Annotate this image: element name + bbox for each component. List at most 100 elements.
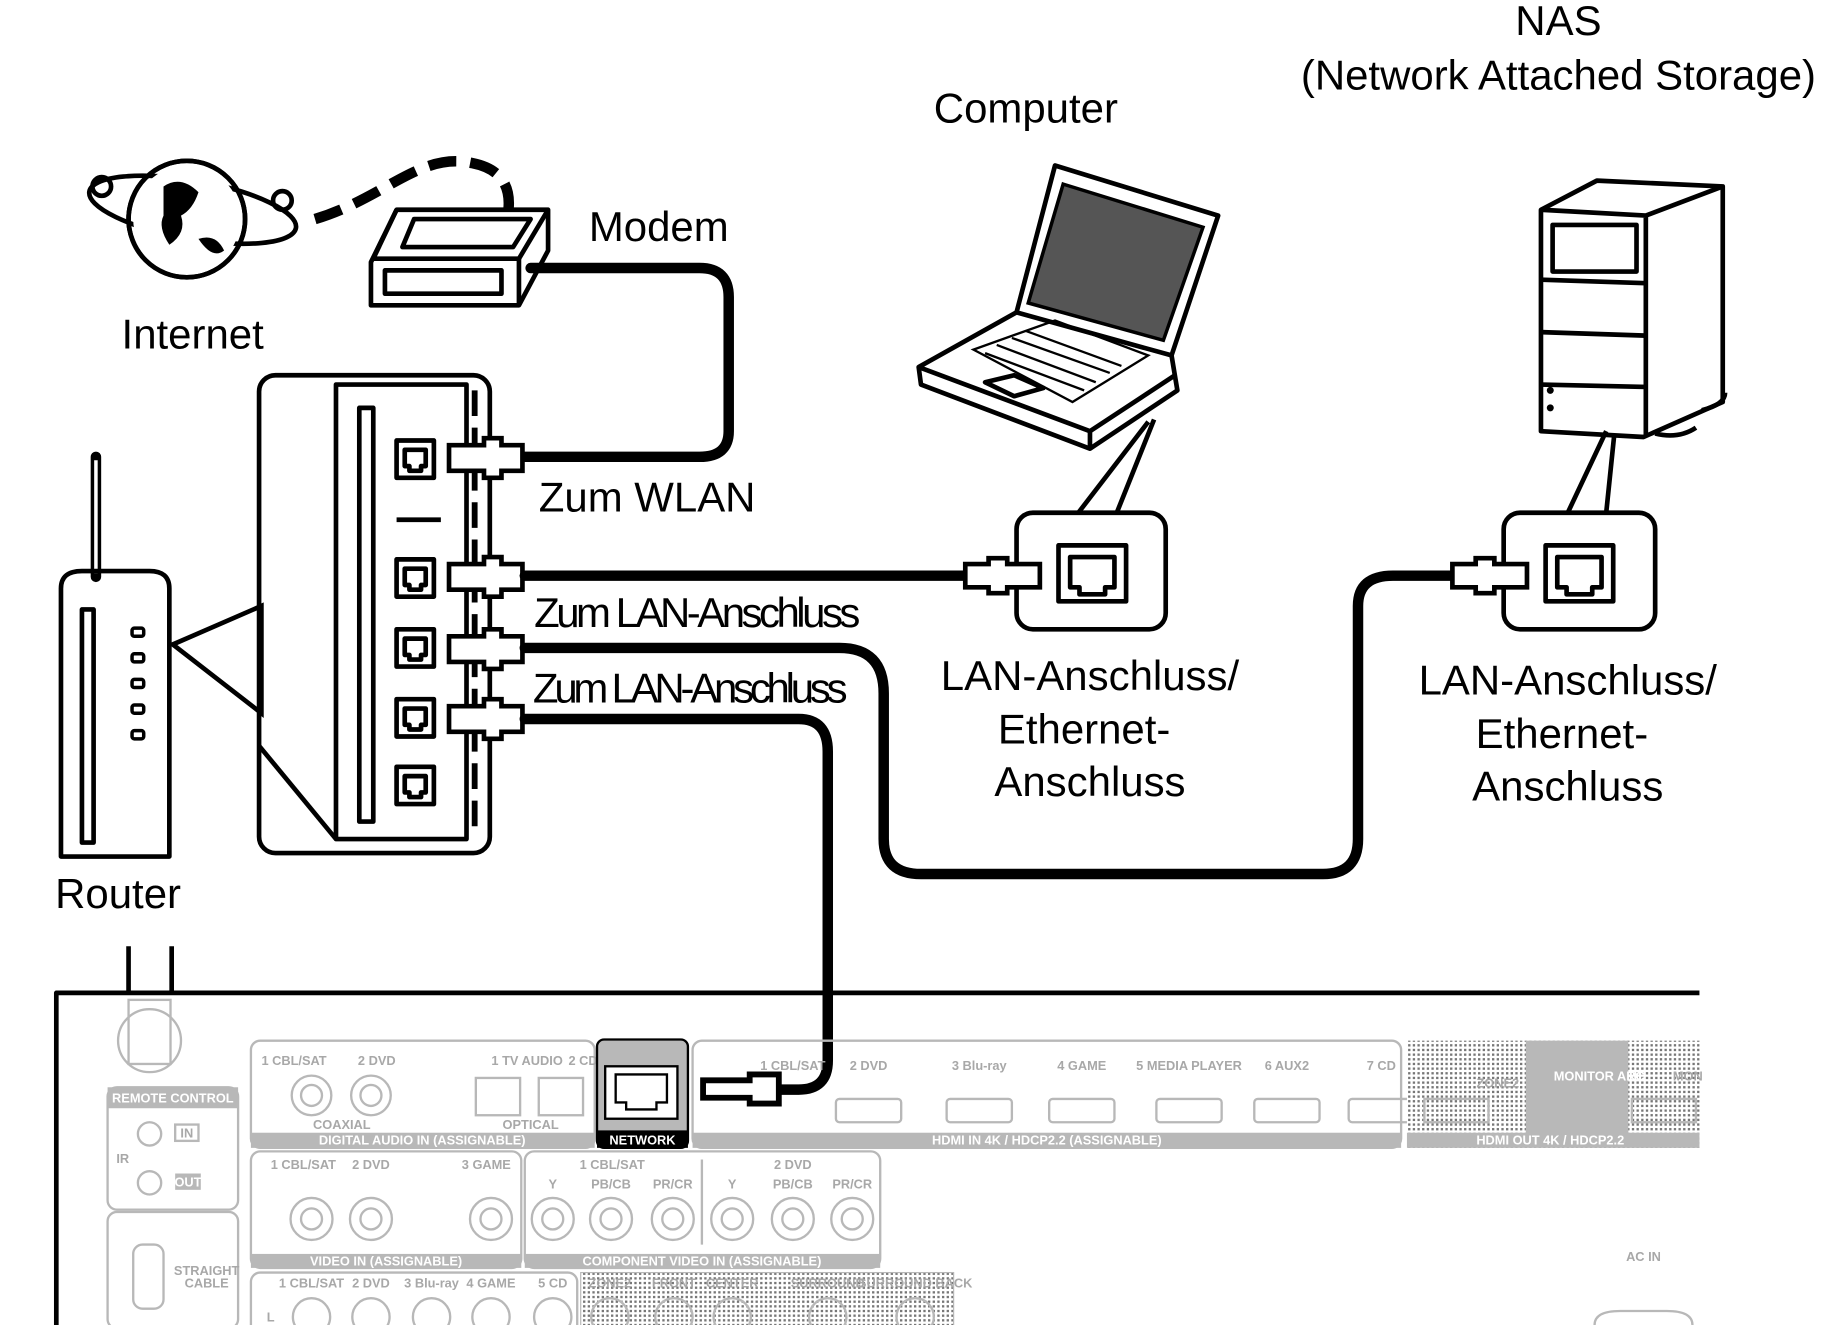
lan-cable-receiver [519, 713, 834, 1095]
rca-jack-icon [532, 1297, 573, 1325]
hdmi-in-port-icon [1048, 1097, 1116, 1124]
computer-label: Computer [934, 84, 1118, 131]
hdmi-in-port-icon [1253, 1097, 1321, 1124]
pre-out-label: CENTER [706, 1276, 759, 1291]
video-in-title: VIDEO IN (ASSIGNABLE) [310, 1254, 462, 1269]
zum-lan-label-2: Zum LAN-Anschluss [533, 665, 848, 712]
hdmi-in-port-icon [1347, 1097, 1416, 1124]
hdmi-in-title: HDMI IN 4K / HDCP2.2 (ASSIGNABLE) [932, 1132, 1162, 1147]
rca-jack-icon [712, 1297, 753, 1325]
receiver-network-port: NETWORK [595, 1038, 690, 1150]
nas-title: NAS [1515, 0, 1601, 44]
router-label: Router [55, 870, 181, 917]
nas-subtitle: (Network Attached Storage) [1301, 52, 1816, 99]
router-lan-port-4-icon [394, 764, 437, 807]
digital-audio-title: DIGITAL AUDIO IN (ASSIGNABLE) [319, 1132, 526, 1147]
rca-jack-icon [351, 1297, 391, 1325]
router-lan-port-3-icon [394, 696, 437, 739]
ir-label: IR [116, 1151, 129, 1166]
rca-jack-icon [590, 1297, 630, 1325]
ir-in-label: IN [180, 1125, 193, 1140]
nas-port-label: LAN-Anschluss/ Ethernet- Anschluss [1419, 657, 1718, 810]
audio-in-label: 5 CD [538, 1276, 567, 1291]
computer-port-line-1: LAN-Anschluss/ [941, 652, 1240, 699]
audio-left-label: L [267, 1310, 275, 1325]
component-channel-label: PB/CB [591, 1177, 631, 1192]
video-in-1: 1 CBL/SAT [271, 1157, 336, 1172]
receiver-plug [700, 1071, 782, 1107]
rca-jack-icon [710, 1196, 755, 1242]
component-channel-label: PR/CR [832, 1177, 872, 1192]
hdmi-out-zone2: ZONE2 [1477, 1075, 1520, 1090]
hdmi-in-label: 4 GAME [1057, 1058, 1107, 1073]
modem-label: Modem [589, 203, 729, 250]
router-wan-port-icon [394, 438, 437, 481]
router-callout [168, 602, 264, 718]
rca-jack-icon [895, 1297, 935, 1325]
rca-jack-icon [471, 1297, 511, 1325]
coaxial-label: COAXIAL [313, 1117, 371, 1132]
hdmi-in-label: 3 Blu-ray [952, 1058, 1008, 1073]
computer-port-line-3: Anschluss [994, 758, 1185, 805]
hdmi-in-port-icon [945, 1097, 1014, 1124]
audio-in-label: 4 GAME [466, 1276, 516, 1291]
component-channel-label: PB/CB [773, 1177, 813, 1192]
component-group-1: 1 CBL/SAT [580, 1157, 645, 1172]
modem-icon [368, 207, 551, 308]
hdmi-in-port-icon [834, 1097, 903, 1124]
router-port-detail [256, 372, 493, 856]
hdmi-in-label: 2 DVD [850, 1058, 888, 1073]
router-plugs [446, 435, 525, 742]
router-lan-port-2-icon [394, 626, 437, 669]
laptop-computer-icon [916, 163, 1221, 451]
internet-label: Internet [122, 310, 265, 357]
ir-out-label: OUT [174, 1174, 201, 1189]
audio-in-label: 1 CBL/SAT [279, 1276, 344, 1291]
digital-audio-input-1: 1 CBL/SAT [261, 1053, 326, 1068]
router-lan-port-1-icon [394, 557, 437, 599]
component-channel-label: Y [548, 1177, 557, 1192]
computer-plug [962, 555, 1043, 596]
internet-globe-icon [86, 158, 299, 280]
pre-out-label: SURROUND BACK [858, 1276, 973, 1291]
hdmi-out-title: HDMI OUT 4K / HDCP2.2 [1476, 1132, 1624, 1147]
nas-callout [1565, 430, 1617, 514]
audio-in-label: 2 DVD [352, 1276, 390, 1291]
lan-cable-nas [519, 570, 1460, 880]
zum-wlan-label: Zum WLAN [539, 474, 756, 521]
av-receiver-rear-panel: REMOTE CONTROL IN OUT IR STRAIGHT CABLE … [53, 946, 1703, 1325]
computer-callout [1076, 418, 1157, 515]
nas-port-line-3: Anschluss [1472, 763, 1663, 810]
rca-jack-icon [291, 1297, 332, 1325]
hdmi-in-label: 7 CD [1367, 1058, 1396, 1073]
ac-in-label: AC IN [1626, 1249, 1661, 1264]
nas-port-line-1: LAN-Anschluss/ [1419, 657, 1718, 704]
modem-cable [513, 262, 734, 463]
wan-dashed-link [313, 156, 515, 225]
hdmi-out-monitor-arc: MONITOR ARC [1554, 1068, 1645, 1083]
computer-port-line-2: Ethernet- [998, 705, 1171, 752]
hdmi-in-label: 1 CBL/SAT [760, 1058, 825, 1073]
optical-label: OPTICAL [503, 1117, 559, 1132]
network-label: NETWORK [609, 1132, 676, 1147]
component-channel-label: Y [728, 1177, 737, 1192]
pre-out-label: FRONT [652, 1276, 696, 1291]
nas-plug [1450, 555, 1530, 596]
computer-port-label: LAN-Anschluss/ Ethernet- Anschluss [941, 652, 1240, 805]
hdmi-in-port-icon [1155, 1097, 1223, 1124]
remote-control-label: REMOTE CONTROL [112, 1090, 234, 1105]
zum-lan-label-1: Zum LAN-Anschluss [534, 589, 860, 636]
digital-audio-input-2: 2 DVD [358, 1053, 396, 1068]
rca-jack-icon [530, 1196, 575, 1242]
hdmi-in-label: 5 MEDIA PLAYER [1136, 1058, 1242, 1073]
rca-jack-icon [588, 1196, 634, 1242]
digital-audio-input-3: 1 TV AUDIO [491, 1053, 562, 1068]
rca-jack-icon [411, 1297, 452, 1325]
rca-jack-icon [830, 1196, 875, 1242]
rca-jack-icon [654, 1297, 694, 1325]
ac-in-socket [1593, 1309, 1694, 1325]
rca-jack-icon [770, 1196, 815, 1242]
straight-cable-line-2: CABLE [185, 1276, 230, 1291]
audio-in-label: 3 Blu-ray [404, 1276, 460, 1291]
router-icon [58, 451, 172, 859]
